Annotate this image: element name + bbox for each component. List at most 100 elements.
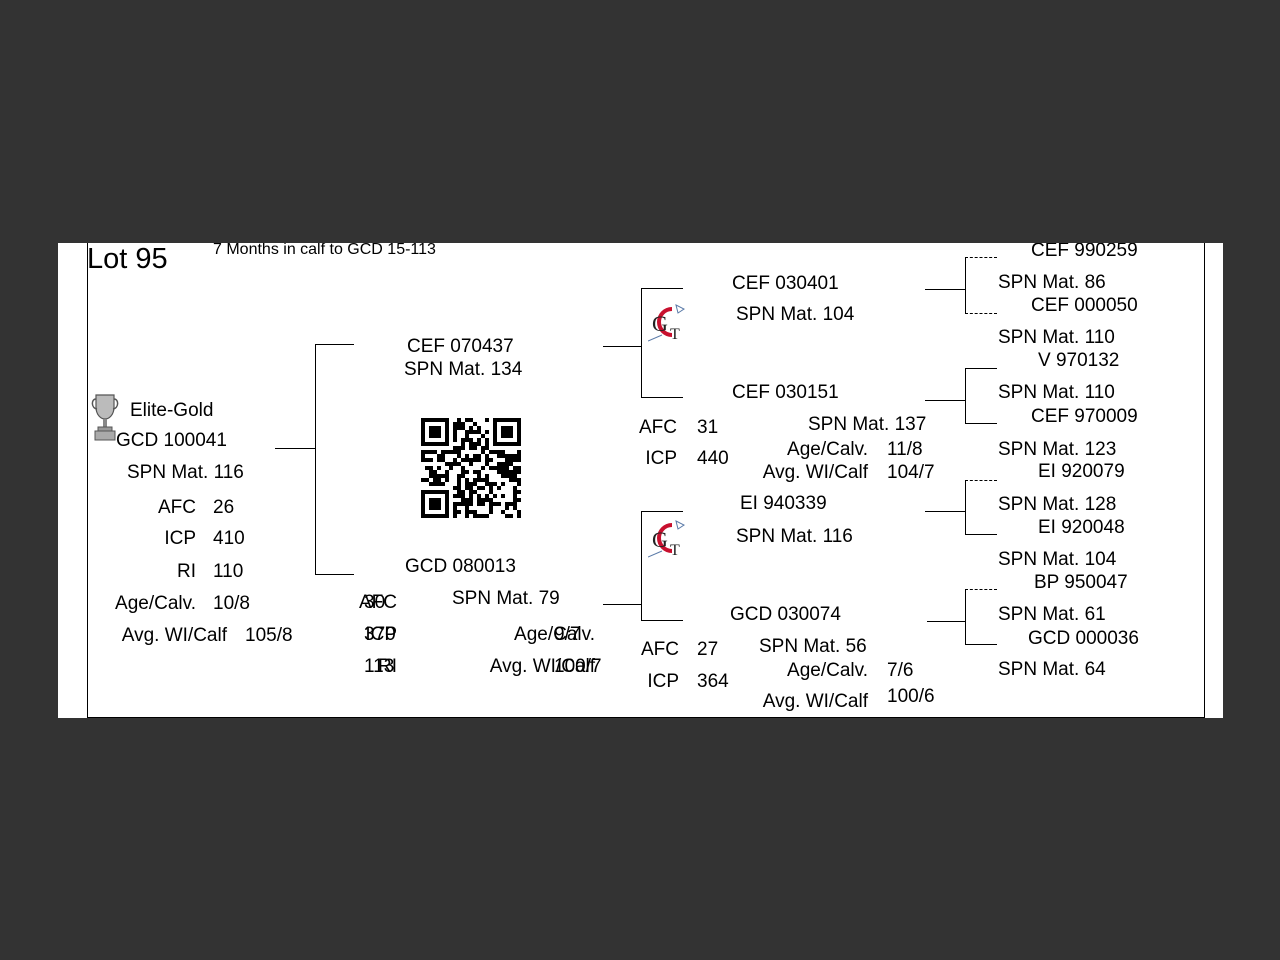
svg-text:T: T <box>670 326 680 343</box>
animal-ri-value: 110 <box>213 561 244 582</box>
sire-id: CEF 070437 <box>407 336 514 357</box>
gt-logo-icon: G T <box>648 520 685 559</box>
sire-dam-age-value: 11/8 <box>887 439 923 460</box>
dam-dam-age-label: Age/Calv. <box>787 660 868 681</box>
pedigree-sheet: Lot 95 7 Months in calf to GCD 15-113 El… <box>58 243 1223 718</box>
right-border <box>1204 243 1205 718</box>
gt-logo-icon: G T <box>648 304 685 343</box>
ggp-7-spn: SPN Mat. 61 <box>998 604 1106 625</box>
dam-dam-icp-label: ICP <box>647 671 679 692</box>
dam-dam-spn: SPN Mat. 56 <box>759 636 867 657</box>
connector <box>965 368 966 424</box>
sire-dam-afc-value: 31 <box>697 417 719 438</box>
animal-afc-value: 26 <box>213 497 235 518</box>
trophy-icon <box>91 394 119 441</box>
animal-afc-label: AFC <box>158 497 196 518</box>
connector <box>965 589 997 591</box>
sire-dam-wi-label: Avg. WI/Calf <box>762 462 868 483</box>
svg-text:G: G <box>652 311 668 336</box>
dam-dam-icp-value: 364 <box>697 671 729 692</box>
sire-sire-id: CEF 030401 <box>732 273 839 294</box>
connector <box>275 448 315 449</box>
animal-age-value: 10/8 <box>213 593 250 614</box>
dam-dam-afc-label: AFC <box>641 639 679 660</box>
animal-wi-value: 105/8 <box>245 625 293 646</box>
ggp-1-id: CEF 990259 <box>1031 243 1138 261</box>
sire-dam-spn: SPN Mat. 137 <box>808 414 927 435</box>
animal-id: GCD 100041 <box>116 430 227 451</box>
svg-text:T: T <box>670 542 680 559</box>
ggp-3-id: V 970132 <box>1038 350 1120 371</box>
ggp-5-spn: SPN Mat. 128 <box>998 494 1117 515</box>
connector <box>603 346 641 347</box>
connector <box>965 534 997 535</box>
dam-age-label: Age/Calv. <box>514 624 595 645</box>
dam-afc-value: 30 <box>364 592 386 613</box>
ggp-5-id: EI 920079 <box>1038 461 1125 482</box>
dam-afc-label: AFC <box>359 592 397 613</box>
animal-age-label: Age/Calv. <box>115 593 196 614</box>
animal-icp-label: ICP <box>164 528 196 549</box>
ggp-6-id: EI 920048 <box>1038 517 1125 538</box>
sire-dam-wi-value: 104/7 <box>887 462 935 483</box>
dam-age-value: 9/7 <box>554 624 581 645</box>
connector <box>925 400 965 401</box>
dam-dam-age-value: 7/6 <box>887 660 914 681</box>
dam-wi-value: 100/7 <box>554 656 602 677</box>
ggp-8-id: GCD 000036 <box>1028 628 1139 649</box>
bottom-border <box>87 717 1205 718</box>
connector <box>315 574 354 575</box>
connector <box>641 397 683 398</box>
ggp-4-spn: SPN Mat. 123 <box>998 439 1117 460</box>
sire-dam-afc-label: AFC <box>639 417 677 438</box>
dam-sire-id: EI 940339 <box>740 493 827 514</box>
connector <box>965 257 997 259</box>
animal-icp-value: 410 <box>213 528 245 549</box>
dam-icp-label: ICP <box>365 624 397 645</box>
dam-icp-value: 370 <box>364 624 396 645</box>
connector <box>641 288 642 398</box>
dam-dam-wi-label: Avg. WI/Calf <box>762 691 868 712</box>
connector <box>965 480 966 535</box>
sire-dam-icp-label: ICP <box>645 448 677 469</box>
connector <box>965 589 966 645</box>
sire-dam-id: CEF 030151 <box>732 382 839 403</box>
connector <box>641 620 683 621</box>
dam-spn: SPN Mat. 79 <box>452 588 560 609</box>
sire-dam-icp-value: 440 <box>697 448 729 469</box>
animal-spn: SPN Mat. 116 <box>127 462 244 483</box>
connector <box>965 313 997 315</box>
connector <box>927 621 965 622</box>
qr-code <box>421 418 521 518</box>
animal-ri-label: RI <box>177 561 196 582</box>
connector <box>965 257 966 314</box>
connector <box>965 644 997 645</box>
connector <box>641 511 683 512</box>
ggp-2-id: CEF 000050 <box>1031 295 1138 316</box>
connector <box>965 480 997 482</box>
ggp-3-spn: SPN Mat. 110 <box>998 382 1115 403</box>
dam-ri-label: RI <box>378 656 397 677</box>
sire-dam-age-label: Age/Calv. <box>787 439 868 460</box>
svg-text:G: G <box>652 527 668 552</box>
connector <box>641 288 683 289</box>
ggp-4-id: CEF 970009 <box>1031 406 1138 427</box>
connector <box>965 368 997 369</box>
connector <box>315 344 316 575</box>
ggp-8-spn: SPN Mat. 64 <box>998 659 1106 680</box>
award-label: Elite-Gold <box>130 400 214 421</box>
sire-spn: SPN Mat. 134 <box>404 359 523 380</box>
lot-note: 7 Months in calf to GCD 15-113 <box>213 243 436 258</box>
ggp-2-spn: SPN Mat. 110 <box>998 327 1115 348</box>
dam-dam-wi-value: 100/6 <box>887 686 935 707</box>
left-border <box>87 243 88 718</box>
connector <box>925 289 965 290</box>
connector <box>925 511 965 512</box>
ggp-7-id: BP 950047 <box>1034 572 1128 593</box>
dam-dam-afc-value: 27 <box>697 639 719 660</box>
sire-sire-spn: SPN Mat. 104 <box>736 304 855 325</box>
connector <box>603 604 641 605</box>
dam-sire-spn: SPN Mat. 116 <box>736 526 853 547</box>
lot-title: Lot 95 <box>87 243 168 275</box>
dam-id: GCD 080013 <box>405 556 516 577</box>
